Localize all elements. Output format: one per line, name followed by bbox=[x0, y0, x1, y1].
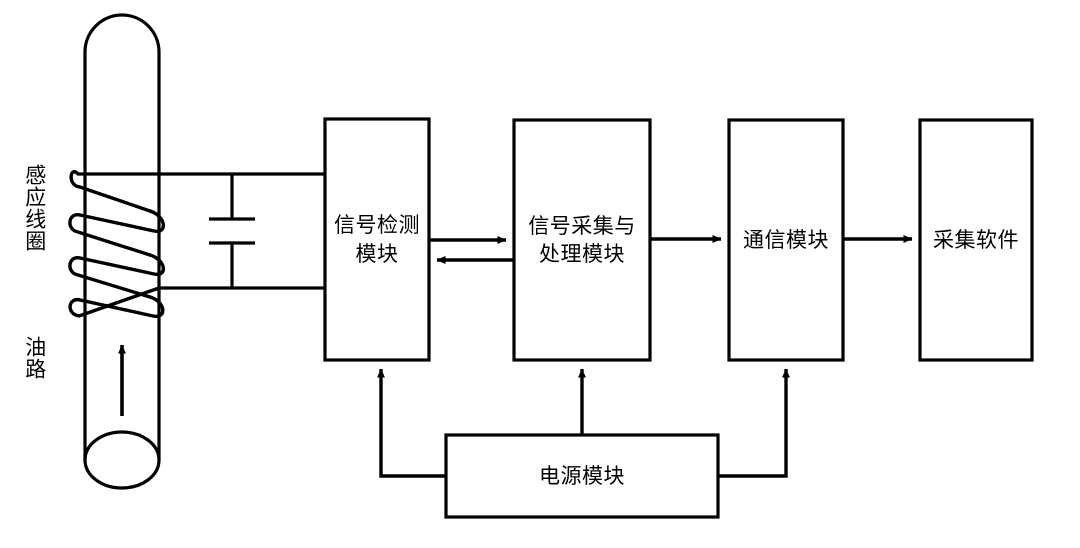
power-supply-feeds bbox=[377, 368, 790, 478]
label-acquisition-software: 采集软件 bbox=[933, 227, 1019, 252]
arrow-power-to-communication bbox=[718, 368, 790, 478]
box-signal-acquisition[interactable] bbox=[512, 118, 652, 362]
box-power-supply[interactable] bbox=[444, 433, 720, 519]
capacitor-symbol bbox=[209, 174, 255, 288]
label-signal-detection: 信号检测 模块 bbox=[334, 213, 420, 266]
coil-wiring bbox=[78, 172, 325, 290]
box-signal-detection[interactable] bbox=[323, 117, 431, 362]
oil-pipe-cylinder bbox=[83, 13, 161, 490]
label-signal-acquisition: 信号采集与 处理模块 bbox=[528, 213, 636, 266]
box-acquisition-software[interactable] bbox=[918, 118, 1034, 362]
label-induction-coil: 感应线圈 bbox=[22, 164, 47, 252]
label-communication: 通信模块 bbox=[743, 227, 829, 252]
label-oil-path: 油路 bbox=[22, 336, 47, 380]
induction-coil-helix bbox=[68, 170, 165, 318]
signal-flow-arrows bbox=[429, 235, 913, 264]
label-power-supply: 电源模块 bbox=[539, 463, 625, 488]
box-communication[interactable] bbox=[727, 118, 845, 362]
arrow-power-to-detection bbox=[377, 368, 446, 478]
